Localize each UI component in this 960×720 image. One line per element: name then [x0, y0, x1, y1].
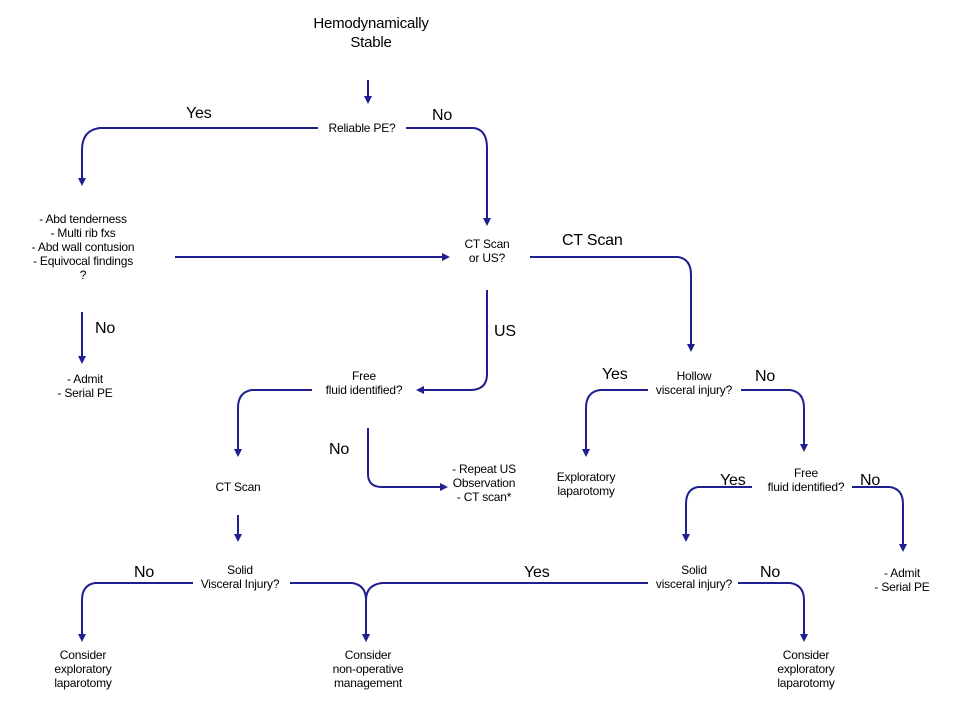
edge-label-ct-scan: CT Scan: [562, 232, 623, 249]
node-reliable-pe: Reliable PE?: [328, 121, 396, 135]
edge-label-yes-solid2: Yes: [524, 564, 550, 581]
edge-fluid1-no: [367, 428, 448, 491]
edge-label-yes-fluid2: Yes: [720, 472, 746, 489]
edge-pe-yes: [78, 127, 318, 186]
node-hollow-visceral-injury: Hollow visceral injury?: [655, 369, 733, 397]
node-free-fluid-1: Free fluid identified?: [325, 369, 403, 397]
edge-hollow-yes: [582, 389, 648, 457]
node-solid-visceral-injury-1: Solid Visceral Injury?: [200, 563, 280, 591]
edge-ctus-us: [416, 290, 488, 394]
node-free-fluid-2: Free fluid identified?: [767, 466, 845, 494]
edge-solid1-no: [78, 582, 193, 642]
node-exploratory-laparotomy: Exploratory laparotomy: [556, 470, 616, 498]
edge-ctus-ct: [530, 256, 695, 352]
node-consider-ex-lap-right: Consider exploratory laparotomy: [777, 648, 835, 690]
edge-label-no-findings: No: [95, 320, 116, 337]
edge-label-no-fluid2: No: [860, 472, 881, 489]
edge-fluid2-yes: [682, 486, 752, 542]
edge-label-no-fluid1: No: [329, 441, 350, 458]
edge-label-yes-pe: Yes: [186, 105, 212, 122]
edge-label-no-pe: No: [432, 107, 453, 124]
node-admit-left: - Admit - Serial PE: [57, 372, 113, 400]
edge-label-yes-hollow: Yes: [602, 366, 628, 383]
edge-label-us: US: [494, 323, 516, 340]
node-hemodynamically-stable: Hemodynamically Stable: [313, 15, 429, 51]
edge-hollow-no: [741, 389, 808, 452]
node-ct-or-us: CT Scan or US?: [464, 237, 510, 265]
node-ct-scan: CT Scan: [215, 480, 261, 494]
edge-solid2-yes: [362, 582, 648, 642]
edge-label-no-solid1: No: [134, 564, 155, 581]
node-consider-non-operative: Consider non-operative management: [332, 648, 404, 690]
edge-solid1-to-nonop: [290, 582, 370, 642]
node-findings: - Abd tenderness - Multi rib fxs - Abd w…: [31, 212, 135, 282]
node-solid-visceral-injury-2: Solid visceral injury?: [655, 563, 733, 591]
edge-fluid1-yes: [234, 389, 312, 457]
edge-fluid2-no: [852, 486, 907, 552]
node-consider-ex-lap-left: Consider exploratory laparotomy: [54, 648, 112, 690]
edge-solid2-no: [738, 582, 808, 642]
edge-pe-no: [406, 127, 491, 226]
edge-label-no-solid2: No: [760, 564, 781, 581]
node-repeat-us: - Repeat US Observation - CT scan*: [452, 462, 516, 504]
edge-label-no-hollow: No: [755, 368, 776, 385]
node-admit-right: - Admit - Serial PE: [874, 566, 930, 594]
